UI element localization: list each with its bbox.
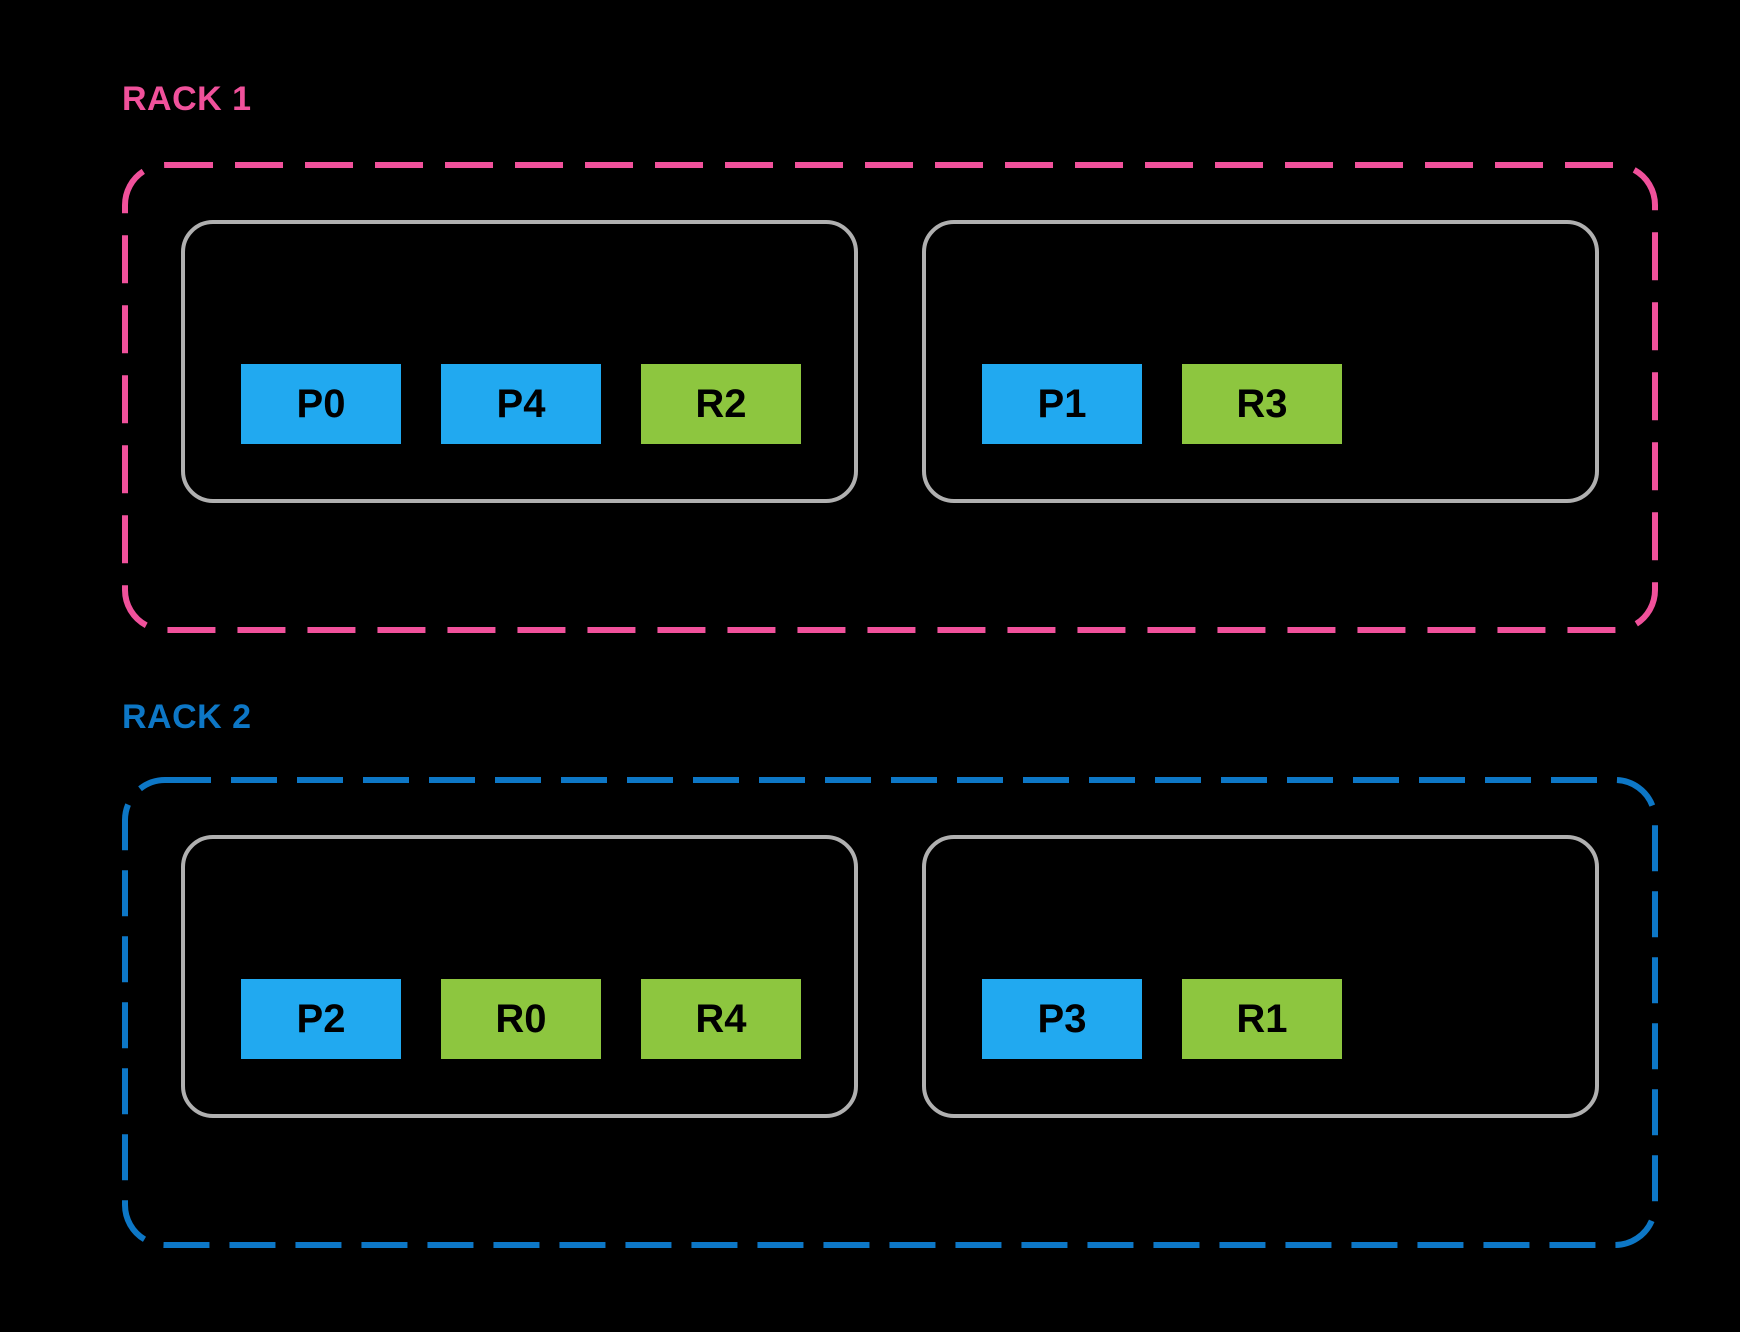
replica-block: R2 — [641, 364, 801, 444]
partition-block: P1 — [982, 364, 1142, 444]
replica-block: R1 — [1182, 979, 1342, 1059]
partition-block: P4 — [441, 364, 601, 444]
rack1-dashed-outline — [122, 162, 1658, 633]
rack2-dashed-border — [122, 777, 1658, 1248]
replica-block: R0 — [441, 979, 601, 1059]
partition-block: P0 — [241, 364, 401, 444]
rack2-host1-box: P2 R0 R4 — [181, 835, 858, 1118]
rack1-host2-box: P1 R3 — [922, 220, 1599, 503]
rack2-dashed-outline — [122, 777, 1658, 1248]
partition-block: P2 — [241, 979, 401, 1059]
replica-block: R4 — [641, 979, 801, 1059]
rack2-host2-box: P3 R1 — [922, 835, 1599, 1118]
rack1-host1-box: P0 P4 R2 — [181, 220, 858, 503]
rack1-label: RACK 1 — [122, 80, 252, 118]
rack1-container: P0 P4 R2 P1 R3 — [122, 162, 1658, 633]
rack1-dashed-border — [122, 162, 1658, 633]
rack2-label: RACK 2 — [122, 698, 252, 736]
rack2-container: P2 R0 R4 P3 R1 — [122, 777, 1658, 1248]
partition-block: P3 — [982, 979, 1142, 1059]
replica-block: R3 — [1182, 364, 1342, 444]
